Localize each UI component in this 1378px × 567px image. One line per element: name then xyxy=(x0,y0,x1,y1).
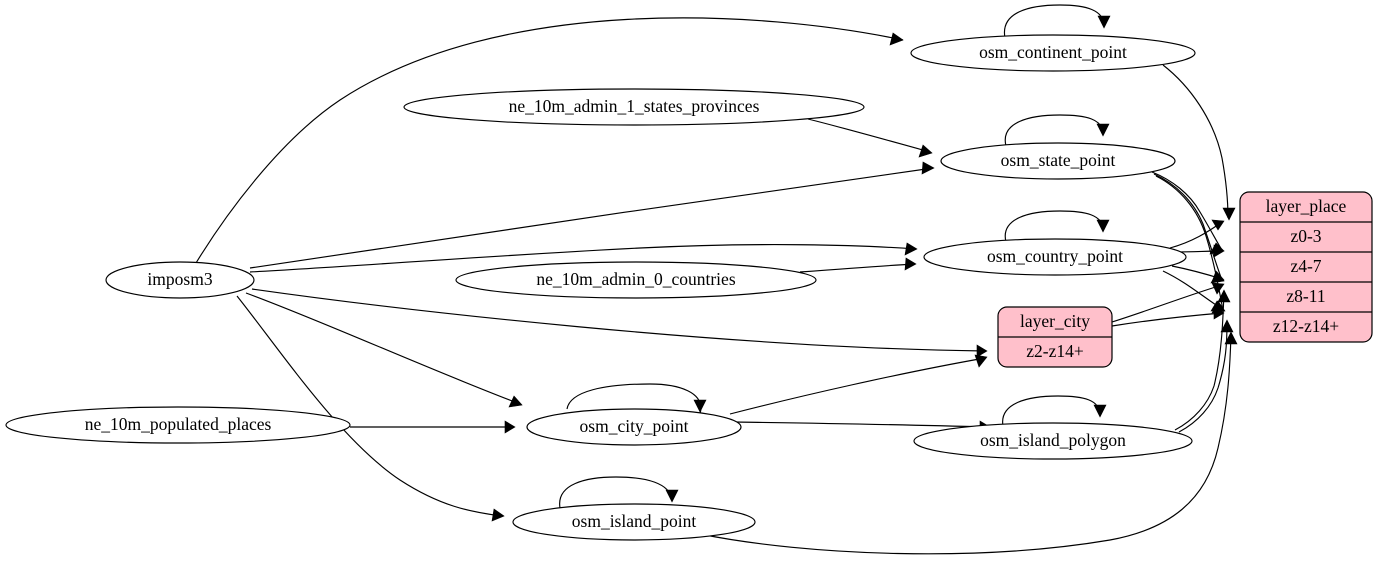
edge-layer_city-to-layer_place-z8-11[interactable] xyxy=(1111,282,1225,323)
edge-imposm3-to-osm_island_point[interactable] xyxy=(236,295,505,522)
node-osm_country_point-label: osm_country_point xyxy=(987,246,1123,266)
edge-layer_city-to-layer_place-z12-z14[interactable] xyxy=(1111,306,1225,327)
record-node-layer_place[interactable]: layer_place z0-3 z4-7 z8-11 z12-z14+ xyxy=(1239,191,1373,343)
node-imposm3[interactable]: imposm3 xyxy=(105,261,255,299)
layer_place-row-z8-11[interactable]: z8-11 xyxy=(1286,286,1325,306)
node-ne_10m_populated_places[interactable]: ne_10m_populated_places xyxy=(5,406,351,444)
node-ne_10m_admin_0_countries-label: ne_10m_admin_0_countries xyxy=(536,269,735,289)
edge-ne_10m_populated_places-to-osm_city_point[interactable] xyxy=(350,420,516,434)
layer_place-row-z12-z14plus[interactable]: z12-z14+ xyxy=(1273,316,1339,336)
node-osm_island_polygon-label: osm_island_polygon xyxy=(980,430,1126,450)
node-layer: imposm3 ne_10m_admin_1_states_provinces … xyxy=(5,34,1196,541)
node-osm_continent_point-label: osm_continent_point xyxy=(979,42,1127,62)
node-ne_10m_admin_1_states_provinces-label: ne_10m_admin_1_states_provinces xyxy=(509,96,760,116)
node-ne_10m_populated_places-label: ne_10m_populated_places xyxy=(85,414,272,434)
edge-osm_continent_point-self-loop[interactable] xyxy=(1003,4,1111,39)
layer_place-header: layer_place xyxy=(1266,196,1347,216)
edge-osm_island_polygon-to-layer_place-z8-11[interactable] xyxy=(1174,289,1231,431)
node-osm_continent_point[interactable]: osm_continent_point xyxy=(910,34,1196,72)
layer_place-row-z4-7[interactable]: z4-7 xyxy=(1290,256,1321,276)
edge-ne_10m_admin_1_states_provinces-to-osm_state_point[interactable] xyxy=(807,118,933,158)
node-imposm3-label: imposm3 xyxy=(147,269,212,289)
edge-osm_country_point-self-loop[interactable] xyxy=(1004,210,1110,243)
record-node-layer: layer_place z0-3 z4-7 z8-11 z12-z14+ lay… xyxy=(997,191,1373,368)
edge-osm_island_polygon-self-loop[interactable] xyxy=(1002,395,1107,427)
edge-imposm3-to-osm_continent_point[interactable] xyxy=(195,17,904,264)
node-osm_island_point-label: osm_island_point xyxy=(572,511,697,531)
edge-ne_10m_admin_0_countries-to-osm_country_point[interactable] xyxy=(799,257,917,273)
node-osm_state_point[interactable]: osm_state_point xyxy=(940,142,1176,180)
node-osm_city_point-label: osm_city_point xyxy=(580,416,689,436)
edge-layer xyxy=(195,4,1238,555)
edge-osm_state_point-self-loop[interactable] xyxy=(1004,114,1110,147)
edge-osm_city_point-self-loop[interactable] xyxy=(566,383,707,415)
edge-imposm3-to-osm_country_point[interactable] xyxy=(249,242,918,273)
layer_city-header: layer_city xyxy=(1020,311,1090,331)
edge-osm_country_point-to-layer_place-z8-11[interactable] xyxy=(1171,265,1225,283)
edge-osm_continent_point-to-layer_place-z0-3[interactable] xyxy=(1162,64,1236,221)
edge-imposm3-to-layer_city[interactable] xyxy=(251,288,988,358)
edge-imposm3-to-osm_state_point[interactable] xyxy=(249,161,935,269)
node-ne_10m_admin_1_states_provinces[interactable]: ne_10m_admin_1_states_provinces xyxy=(403,88,865,126)
edge-osm_city_point-to-layer_city[interactable] xyxy=(729,354,988,415)
record-node-layer_city[interactable]: layer_city z2-z14+ xyxy=(997,306,1113,368)
node-osm_island_point[interactable]: osm_island_point xyxy=(512,503,756,541)
edge-osm_island_point-self-loop[interactable] xyxy=(559,476,679,509)
edge-osm_island_point-to-layer_place-z12-z14[interactable] xyxy=(699,331,1238,555)
node-osm_city_point[interactable]: osm_city_point xyxy=(526,408,742,446)
node-osm_island_polygon[interactable]: osm_island_polygon xyxy=(913,422,1193,460)
edge-osm_state_point-to-layer_place-z12-z14[interactable] xyxy=(1155,175,1226,314)
edge-imposm3-to-osm_city_point[interactable] xyxy=(245,292,523,408)
edge-osm_island_polygon-to-layer_place-z12-z14[interactable] xyxy=(1178,319,1234,433)
node-osm_state_point-label: osm_state_point xyxy=(1001,150,1116,170)
node-osm_country_point[interactable]: osm_country_point xyxy=(923,238,1187,276)
layer_city-row-z2-z14plus[interactable]: z2-z14+ xyxy=(1026,341,1084,361)
layer_place-row-z0-3[interactable]: z0-3 xyxy=(1290,226,1321,246)
node-ne_10m_admin_0_countries[interactable]: ne_10m_admin_0_countries xyxy=(455,261,817,299)
edge-osm_country_point-to-layer_place-z0-3[interactable] xyxy=(1169,219,1225,249)
